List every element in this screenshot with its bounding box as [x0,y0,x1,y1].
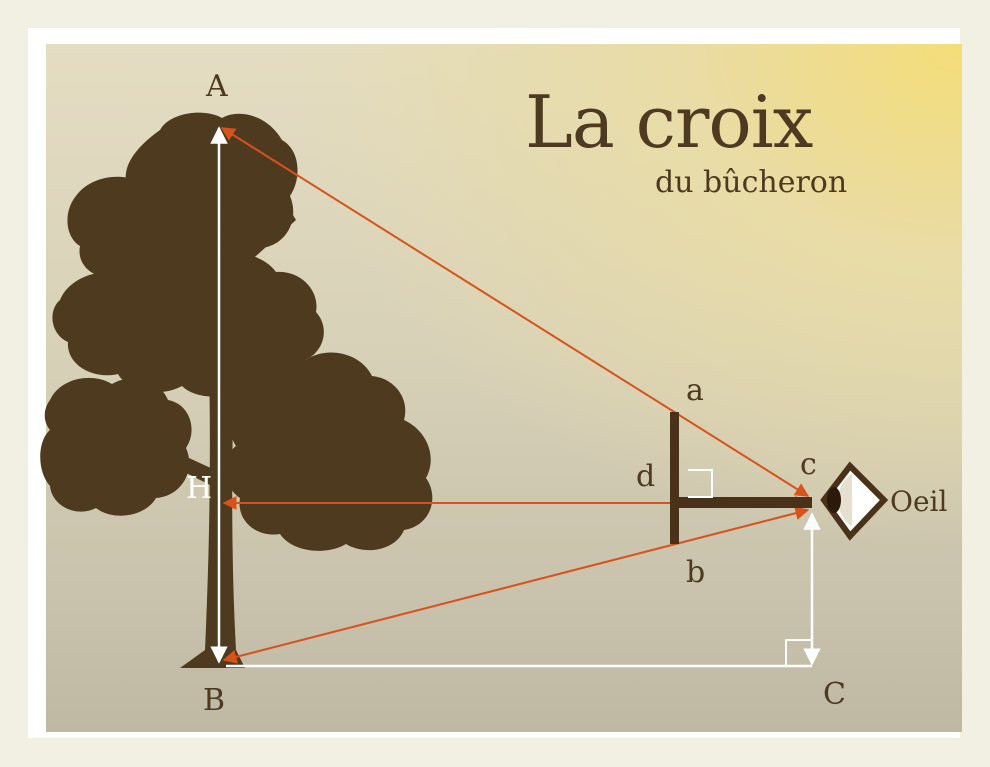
label-a: a [686,373,704,408]
label-b: b [686,555,706,590]
eye-icon [820,461,889,541]
label-H: H [186,471,213,506]
diagram-title: La croix [525,80,813,164]
woodcutters-cross [670,412,812,544]
tree-silhouette [40,112,433,668]
label-C: C [823,677,846,712]
label-c: c [800,447,817,482]
label-A: A [206,69,228,104]
label-d: d [636,459,656,494]
sight-line-top [220,127,810,497]
measure-lines [210,126,821,668]
tree-crown-lower-left [40,377,192,516]
cross-vertical-bar [670,412,679,544]
cross-horizontal-bar [674,497,812,508]
sight-line-bottom [222,506,810,664]
tree-crown-lower-right [225,352,433,551]
right-angle-mark-d [688,469,713,498]
right-angle-mark-C [785,639,812,666]
label-eye: Oeil [890,485,948,518]
diagram-subtitle: du bûcheron [655,165,848,200]
label-B: B [203,683,226,718]
